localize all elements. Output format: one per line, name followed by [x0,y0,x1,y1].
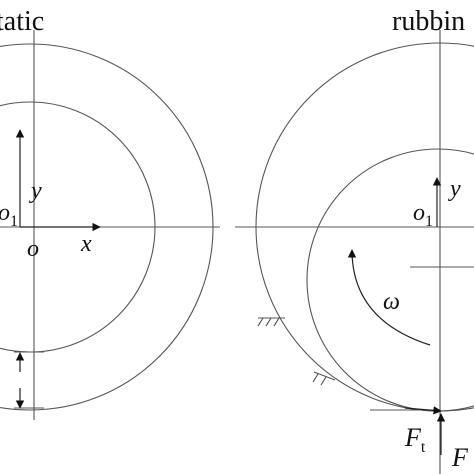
tangential-force-arrow [404,406,442,415]
static-title: tatic [0,6,44,37]
rubbing-rotor-circle [306,148,474,412]
rub-contact-hatching [257,317,336,386]
static-label-y: y [29,178,42,204]
rotation-arrow [347,249,431,346]
static-label-o1: o1 [0,200,18,230]
rubbing-title: rubbin [392,6,465,37]
tangential-force-label: Ft [404,423,426,456]
static-label-o: o [27,236,39,262]
rubbing-label-y: y [448,176,461,202]
normal-force-label: F [451,443,469,472]
rubbing-label-omega: ω [383,289,400,315]
rubbing-label-o1: o1 [413,200,433,230]
static-label-x: x [80,231,92,257]
static-panel: tatic o1 y o x [0,6,220,420]
rubbing-panel: rubbin y o1 [235,6,474,474]
